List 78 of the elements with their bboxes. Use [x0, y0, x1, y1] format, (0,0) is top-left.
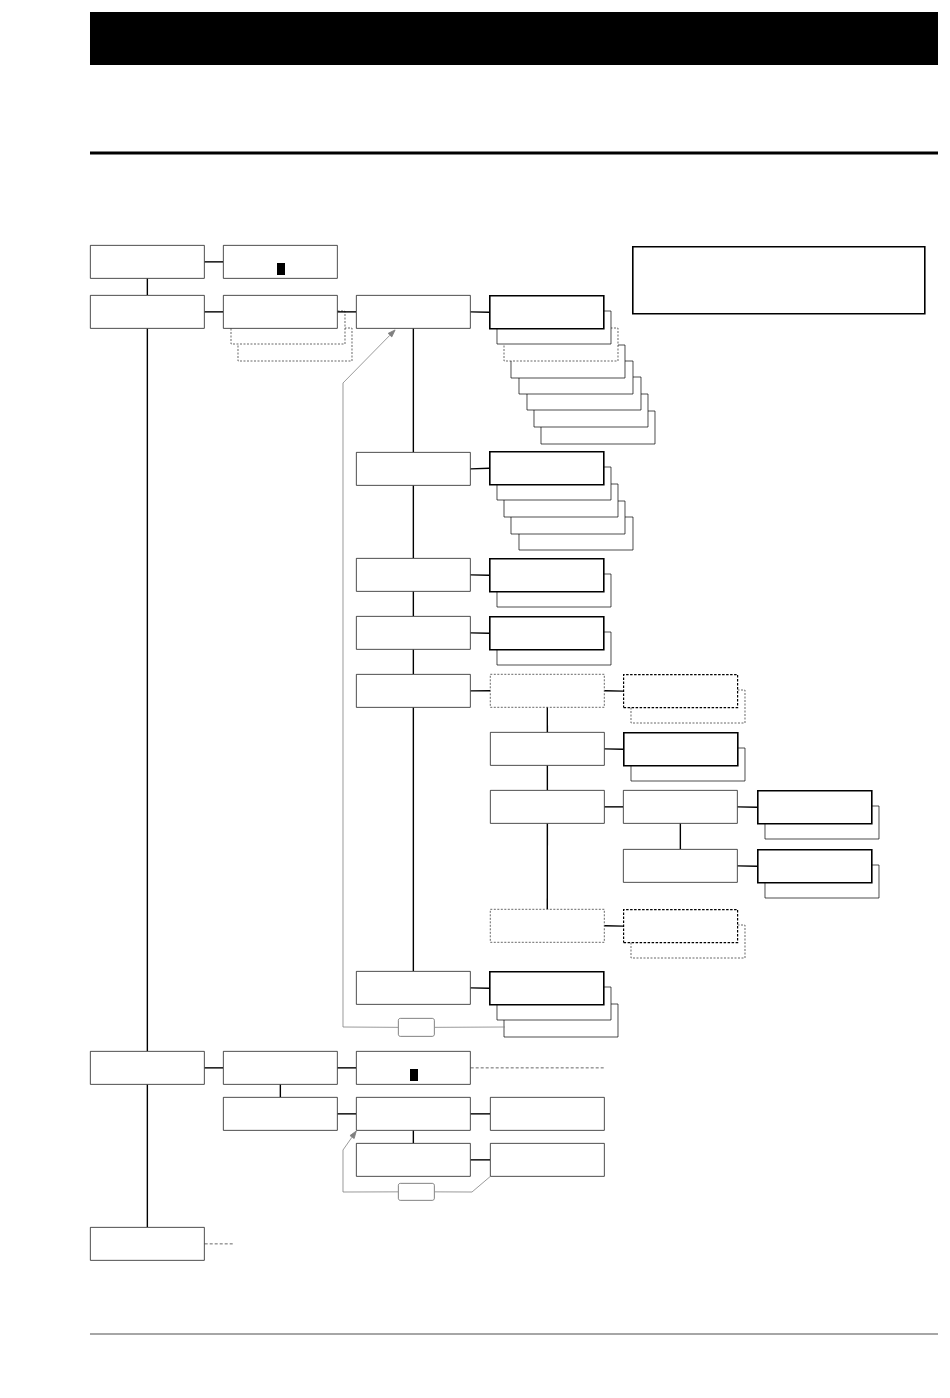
- menu-box: [356, 616, 471, 650]
- connector-line: [546, 823, 549, 910]
- menu-box: [490, 1097, 605, 1131]
- menu-box: [356, 452, 471, 486]
- menu-box: [356, 1143, 471, 1177]
- connector-line: [737, 865, 758, 867]
- connector-line: [546, 706, 549, 733]
- connector-line: [434, 1176, 491, 1193]
- menu-box: [356, 971, 471, 1005]
- connector-line: [337, 311, 357, 313]
- connector-line: [146, 1084, 149, 1228]
- menu-box: [490, 909, 605, 943]
- small-rounded-box: [398, 1183, 435, 1201]
- connector-line: [470, 311, 490, 313]
- connector-line: [146, 278, 149, 296]
- menu-box: [90, 295, 205, 329]
- connector-line: [604, 806, 624, 808]
- stacked-menu-box: [757, 790, 880, 840]
- connector-line: [470, 467, 490, 470]
- stacked-menu-box: [489, 971, 619, 1038]
- menu-box: [490, 674, 605, 708]
- connector-line: [337, 1113, 357, 1115]
- menu-box: [356, 674, 471, 708]
- menu-box: [490, 790, 605, 824]
- connector-line: [412, 485, 415, 559]
- return-arrow: [342, 329, 399, 1028]
- menu-box: [490, 1143, 605, 1177]
- stacked-menu-box: [489, 558, 612, 608]
- stacked-menu-box: [623, 909, 746, 959]
- stacked-menu-box: [757, 849, 880, 899]
- connector-line: [546, 765, 549, 791]
- menu-box: [90, 1227, 205, 1261]
- connector-line: [146, 328, 149, 1052]
- connector-line: [679, 823, 682, 850]
- connector-line: [737, 806, 758, 808]
- connector-line: [412, 1130, 415, 1144]
- menu-box: [356, 1097, 471, 1131]
- menu-box: [356, 295, 471, 329]
- connector-line: [412, 707, 415, 972]
- connector-line: [470, 632, 490, 634]
- connector-line: [337, 1067, 357, 1069]
- connector-line: [603, 925, 624, 927]
- connector-line: [434, 1026, 506, 1028]
- info-box: [632, 246, 926, 315]
- menu-box: [490, 732, 605, 766]
- stacked-menu-box: [223, 295, 353, 362]
- connector-line: [279, 1084, 282, 1098]
- menu-box: [623, 849, 738, 883]
- return-arrow: [342, 1130, 399, 1193]
- menu-box: [90, 245, 205, 279]
- connector-line: [470, 1113, 491, 1115]
- connector-line: [412, 649, 415, 675]
- connector-line: [470, 690, 491, 692]
- stacked-menu-box: [623, 674, 746, 724]
- menu-box: [223, 245, 338, 279]
- connector-line: [204, 1067, 224, 1069]
- menu-box: [223, 1097, 338, 1131]
- connector-line: [470, 987, 490, 989]
- stacked-menu-box: [489, 451, 634, 551]
- small-rounded-box: [398, 1018, 435, 1037]
- menu-box: [90, 1051, 205, 1085]
- connector-line: [204, 261, 224, 263]
- menu-box: [223, 1051, 338, 1085]
- connector-line: [470, 574, 490, 576]
- connector-line: [604, 748, 624, 750]
- connector-line: [603, 690, 624, 692]
- connector-line: [412, 591, 415, 617]
- leader-line: [470, 1067, 604, 1069]
- connector-line: [470, 1159, 491, 1161]
- menu-box: [356, 558, 471, 592]
- leader-line: [204, 1243, 233, 1245]
- stacked-menu-box: [489, 295, 656, 445]
- menu-box: [623, 790, 738, 824]
- menu-box: [356, 1051, 471, 1085]
- connector-line: [204, 311, 224, 313]
- connector-line: [412, 328, 415, 453]
- stacked-menu-box: [489, 616, 612, 666]
- stacked-menu-box: [623, 732, 746, 782]
